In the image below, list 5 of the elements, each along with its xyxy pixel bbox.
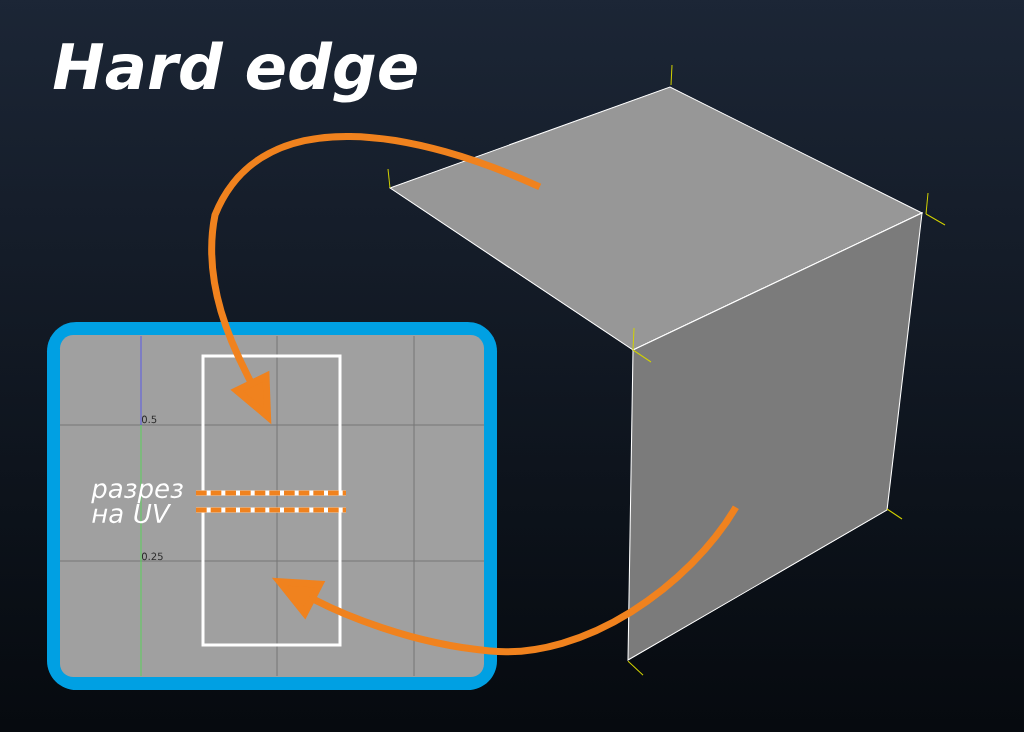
annotation: разрез на UV: [91, 483, 183, 524]
tick-label: 0.5: [141, 415, 157, 424]
cube-face: [627, 212, 923, 661]
tick-label: 0.25: [141, 552, 163, 561]
title: Hard edge: [53, 41, 417, 103]
